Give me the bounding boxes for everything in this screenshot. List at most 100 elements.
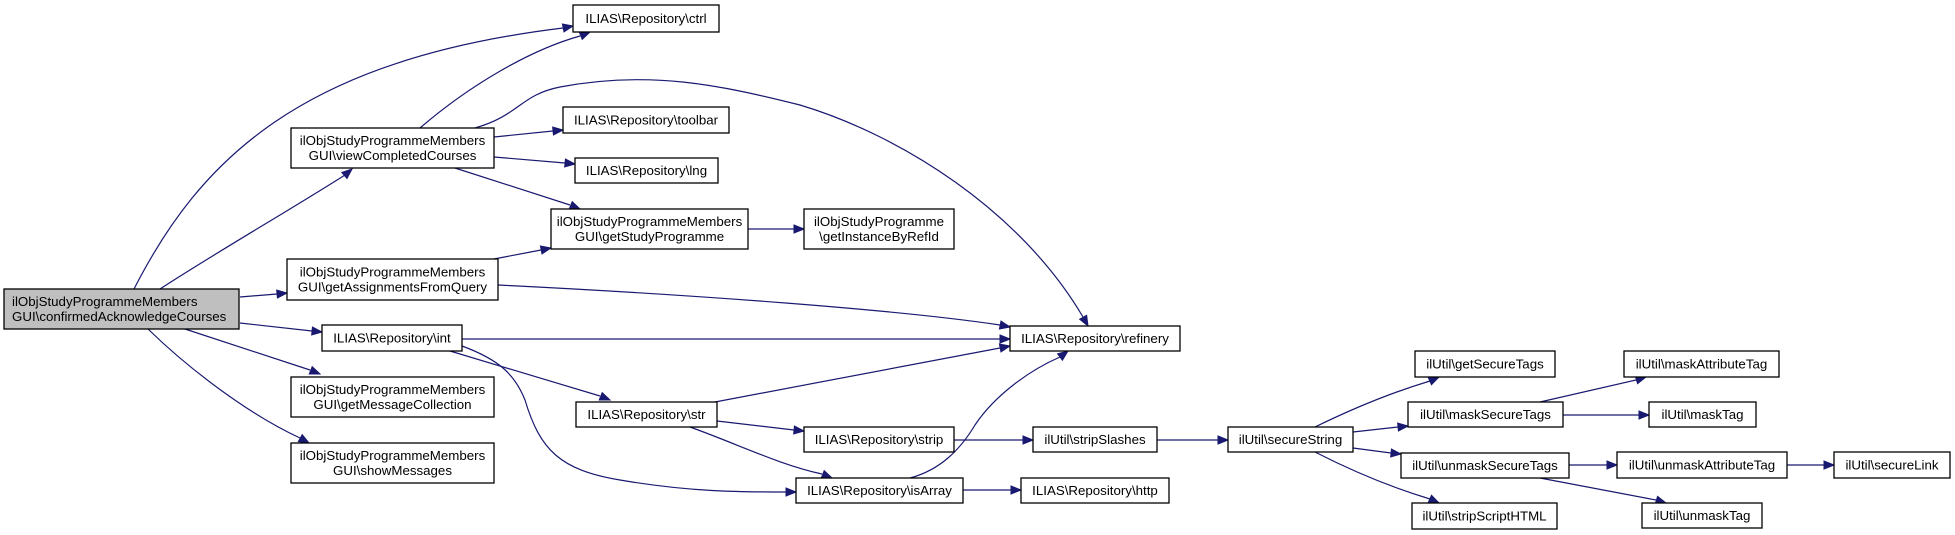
node-box[interactable]	[575, 401, 718, 428]
node-label: ILIAS\Repository\lng	[586, 163, 707, 178]
node-label: ILIAS\Repository\http	[1032, 483, 1158, 498]
node-getStudyProgramme[interactable]: ilObjStudyProgrammeMembersGUI\getStudyPr…	[550, 208, 749, 250]
edge-line	[909, 356, 1061, 479]
arrowhead-icon	[340, 168, 354, 180]
node-getAssignmentsFromQuery[interactable]: ilObjStudyProgrammeMembersGUI\getAssignm…	[286, 258, 499, 301]
edge-str-to-refinery	[714, 343, 1012, 403]
edge-secureString-to-unmaskSecureTags	[1352, 447, 1403, 458]
node-label: ILIAS\Repository\int	[333, 331, 451, 346]
node-box[interactable]	[1032, 426, 1158, 453]
node-viewCompletedCourses[interactable]: ilObjStudyProgrammeMembersGUI\viewComple…	[290, 127, 495, 169]
node-label: ilObjStudyProgrammeMembers	[300, 265, 486, 280]
node-maskSecureTags[interactable]: ilUtil\maskSecureTags	[1407, 401, 1564, 428]
node-box[interactable]	[1020, 477, 1170, 504]
edge-line	[714, 347, 1001, 403]
node-box[interactable]	[1009, 325, 1181, 352]
arrowhead-icon	[1397, 422, 1410, 432]
node-box[interactable]	[290, 442, 495, 484]
node-lng[interactable]: ILIAS\Repository\lng	[574, 157, 719, 184]
node-box[interactable]	[1616, 451, 1788, 479]
node-label: ilObjStudyProgrammeMembers	[12, 294, 198, 309]
edge-root-to-getAssignmentsFromQuery	[239, 289, 289, 299]
node-unmaskTag[interactable]: ilUtil\unmaskTag	[1641, 502, 1763, 529]
node-label: ilUtil\stripSlashes	[1044, 432, 1146, 447]
node-stripScriptHTML[interactable]: ilUtil\stripScriptHTML	[1411, 502, 1558, 530]
node-label: ILIAS\Repository\refinery	[1021, 331, 1169, 346]
node-label: ilObjStudyProgrammeMembers	[300, 382, 486, 397]
edge-stripSlashes-to-secureString	[1157, 435, 1230, 445]
node-box[interactable]	[1227, 426, 1354, 453]
node-label: ILIAS\Repository\isArray	[807, 483, 952, 498]
arrowhead-icon	[539, 245, 553, 255]
arrowhead-icon	[998, 343, 1012, 353]
node-box[interactable]	[1648, 401, 1757, 428]
node-isArray[interactable]: ILIAS\Repository\isArray	[795, 477, 964, 504]
node-refinery[interactable]: ILIAS\Repository\refinery	[1009, 325, 1181, 352]
node-box[interactable]	[1400, 452, 1570, 479]
node-label: ilUtil\secureLink	[1845, 458, 1938, 473]
node-label: ilObjStudyProgrammeMembers	[557, 214, 743, 229]
node-box[interactable]	[290, 127, 495, 169]
node-label: GUI\getMessageCollection	[313, 397, 471, 412]
node-label: GUI\getStudyProgramme	[575, 229, 724, 244]
node-box[interactable]	[562, 106, 730, 134]
node-box[interactable]	[574, 157, 719, 184]
edge-strip-to-stripSlashes	[954, 435, 1035, 445]
node-unmaskAttributeTag[interactable]: ilUtil\unmaskAttributeTag	[1616, 451, 1788, 479]
edge-line	[493, 156, 566, 164]
node-box[interactable]	[1641, 502, 1763, 529]
node-http[interactable]: ILIAS\Repository\http	[1020, 477, 1170, 504]
arrowhead-icon	[552, 126, 565, 136]
node-strip[interactable]: ILIAS\Repository\strip	[803, 426, 955, 453]
arrowhead-icon	[1638, 410, 1651, 420]
node-label: ilUtil\stripScriptHTML	[1422, 509, 1546, 524]
node-box[interactable]	[1411, 502, 1558, 530]
node-toolbar[interactable]: ILIAS\Repository\toolbar	[562, 106, 730, 134]
node-root[interactable]: ilObjStudyProgrammeMembersGUI\confirmedA…	[3, 288, 240, 330]
node-box[interactable]	[3, 288, 240, 330]
node-label: ILIAS\Repository\toolbar	[574, 113, 719, 128]
edge-line	[419, 35, 581, 129]
node-label: GUI\getAssignmentsFromQuery	[298, 280, 488, 295]
node-label: ilUtil\unmaskAttributeTag	[1629, 458, 1775, 473]
node-secureString[interactable]: ilUtil\secureString	[1227, 426, 1354, 453]
node-int[interactable]: ILIAS\Repository\int	[321, 324, 463, 352]
node-maskTag[interactable]: ilUtil\maskTag	[1648, 401, 1757, 428]
edge-viewCompletedCourses-to-lng	[493, 156, 577, 168]
edge-line	[184, 328, 311, 371]
node-box[interactable]	[290, 376, 495, 418]
node-box[interactable]	[1833, 451, 1951, 479]
arrowhead-icon	[561, 23, 575, 33]
edge-line	[1314, 451, 1431, 500]
node-label: ilUtil\secureString	[1239, 432, 1342, 447]
node-label: \getInstanceByRefId	[819, 229, 939, 244]
edge-getStudyProgramme-to-getInstanceByRefId	[748, 224, 806, 234]
edge-isArray-to-refinery	[909, 350, 1070, 479]
edge-maskSecureTags-to-maskAttributeTag	[1539, 375, 1648, 403]
node-ctrl[interactable]: ILIAS\Repository\ctrl	[572, 4, 720, 33]
node-unmaskSecureTags[interactable]: ilUtil\unmaskSecureTags	[1400, 452, 1570, 479]
node-box[interactable]	[1623, 350, 1780, 378]
node-label: ilObjStudyProgrammeMembers	[300, 448, 486, 463]
arrowhead-icon	[297, 433, 311, 444]
node-getInstanceByRefId[interactable]: ilObjStudyProgramme\getInstanceByRefId	[803, 208, 955, 250]
node-getSecureTags[interactable]: ilUtil\getSecureTags	[1414, 350, 1556, 378]
node-box[interactable]	[286, 258, 499, 301]
node-box[interactable]	[572, 4, 720, 33]
node-box[interactable]	[550, 208, 749, 250]
edge-line	[239, 322, 313, 332]
node-str[interactable]: ILIAS\Repository\str	[575, 401, 718, 428]
node-maskAttributeTag[interactable]: ilUtil\maskAttributeTag	[1623, 350, 1780, 378]
node-secureLink[interactable]: ilUtil\secureLink	[1833, 451, 1951, 479]
node-box[interactable]	[803, 208, 955, 250]
node-box[interactable]	[321, 324, 463, 352]
edge-line	[133, 27, 564, 290]
node-box[interactable]	[803, 426, 955, 453]
arrowhead-icon	[564, 158, 577, 168]
node-stripSlashes[interactable]: ilUtil\stripSlashes	[1032, 426, 1158, 453]
node-showMessages[interactable]: ilObjStudyProgrammeMembersGUI\showMessag…	[290, 442, 495, 484]
node-box[interactable]	[795, 477, 964, 504]
node-box[interactable]	[1407, 401, 1564, 428]
node-getMessageCollection[interactable]: ilObjStudyProgrammeMembersGUI\getMessage…	[290, 376, 495, 418]
node-box[interactable]	[1414, 350, 1556, 378]
